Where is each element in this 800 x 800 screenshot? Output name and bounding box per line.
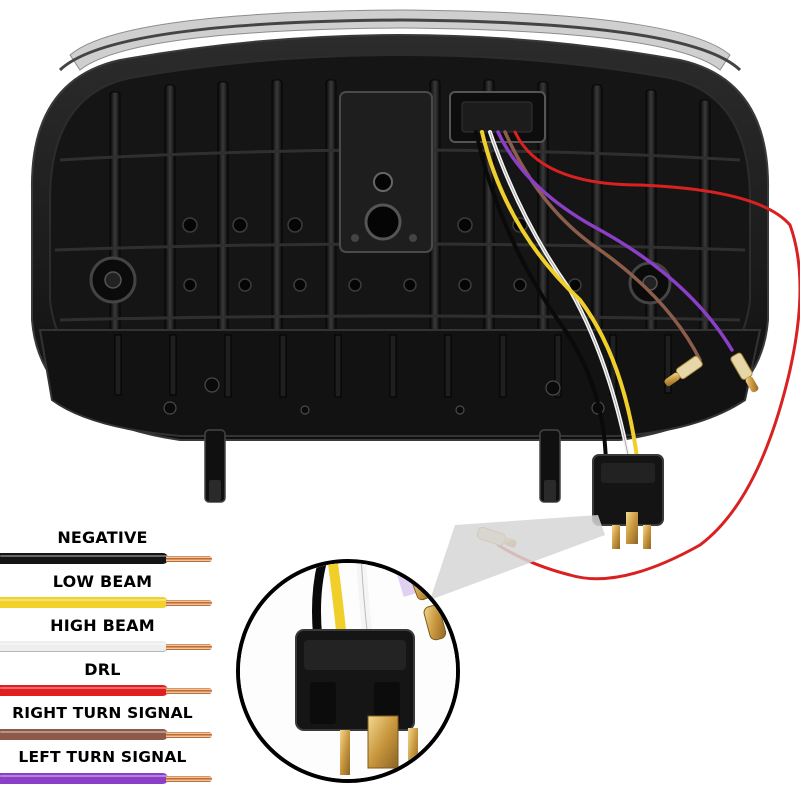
legend-item-high-beam: HIGH BEAM — [0, 616, 240, 660]
headlight-housing — [30, 9, 770, 503]
legend-label: RIGHT TURN SIGNAL — [12, 704, 193, 722]
legend-label: DRL — [84, 660, 121, 679]
legend-item-low-beam: LOW BEAM — [0, 572, 240, 616]
screw-holes — [182, 217, 582, 292]
copper-strands — [166, 688, 212, 694]
legend-label: LOW BEAM — [52, 572, 153, 591]
center-mount-boss — [339, 91, 433, 253]
copper-strands — [166, 644, 212, 650]
mounting-stud-right — [539, 429, 561, 503]
legend-item-drl: DRL — [0, 660, 240, 704]
low-beam-wire-swatch — [0, 597, 168, 608]
adjuster-knob-right — [628, 261, 672, 305]
legend-label: NEGATIVE — [57, 528, 148, 547]
negative-wire-swatch — [0, 553, 168, 564]
right-turn-wire-swatch — [0, 729, 168, 740]
turn-signal-terminals — [664, 352, 759, 393]
copper-strands — [166, 776, 212, 782]
high-beam-wire-swatch — [0, 641, 168, 652]
wire-bundle — [474, 130, 800, 581]
connector-zoom-callout — [236, 515, 605, 783]
copper-strands — [166, 732, 212, 738]
legend-item-right-turn-signal: RIGHT TURN SIGNAL — [0, 704, 240, 748]
copper-strands — [166, 600, 212, 606]
mounting-stud-left — [204, 429, 226, 503]
legend-label: HIGH BEAM — [50, 616, 155, 635]
h4-connector-plug — [592, 454, 664, 549]
legend-item-left-turn-signal: LEFT TURN SIGNAL — [0, 748, 240, 792]
legend-label: LEFT TURN SIGNAL — [18, 748, 187, 766]
wire-color-legend: NEGATIVE LOW BEAM HIGH BEAM DRL RIGHT TU… — [0, 528, 240, 800]
legend-item-negative: NEGATIVE — [0, 528, 240, 572]
adjuster-knob-left — [89, 256, 137, 304]
drl-wire-swatch — [0, 685, 168, 696]
housing-wire-socket — [449, 91, 546, 143]
left-turn-wire-swatch — [0, 773, 168, 784]
copper-strands — [166, 556, 212, 562]
